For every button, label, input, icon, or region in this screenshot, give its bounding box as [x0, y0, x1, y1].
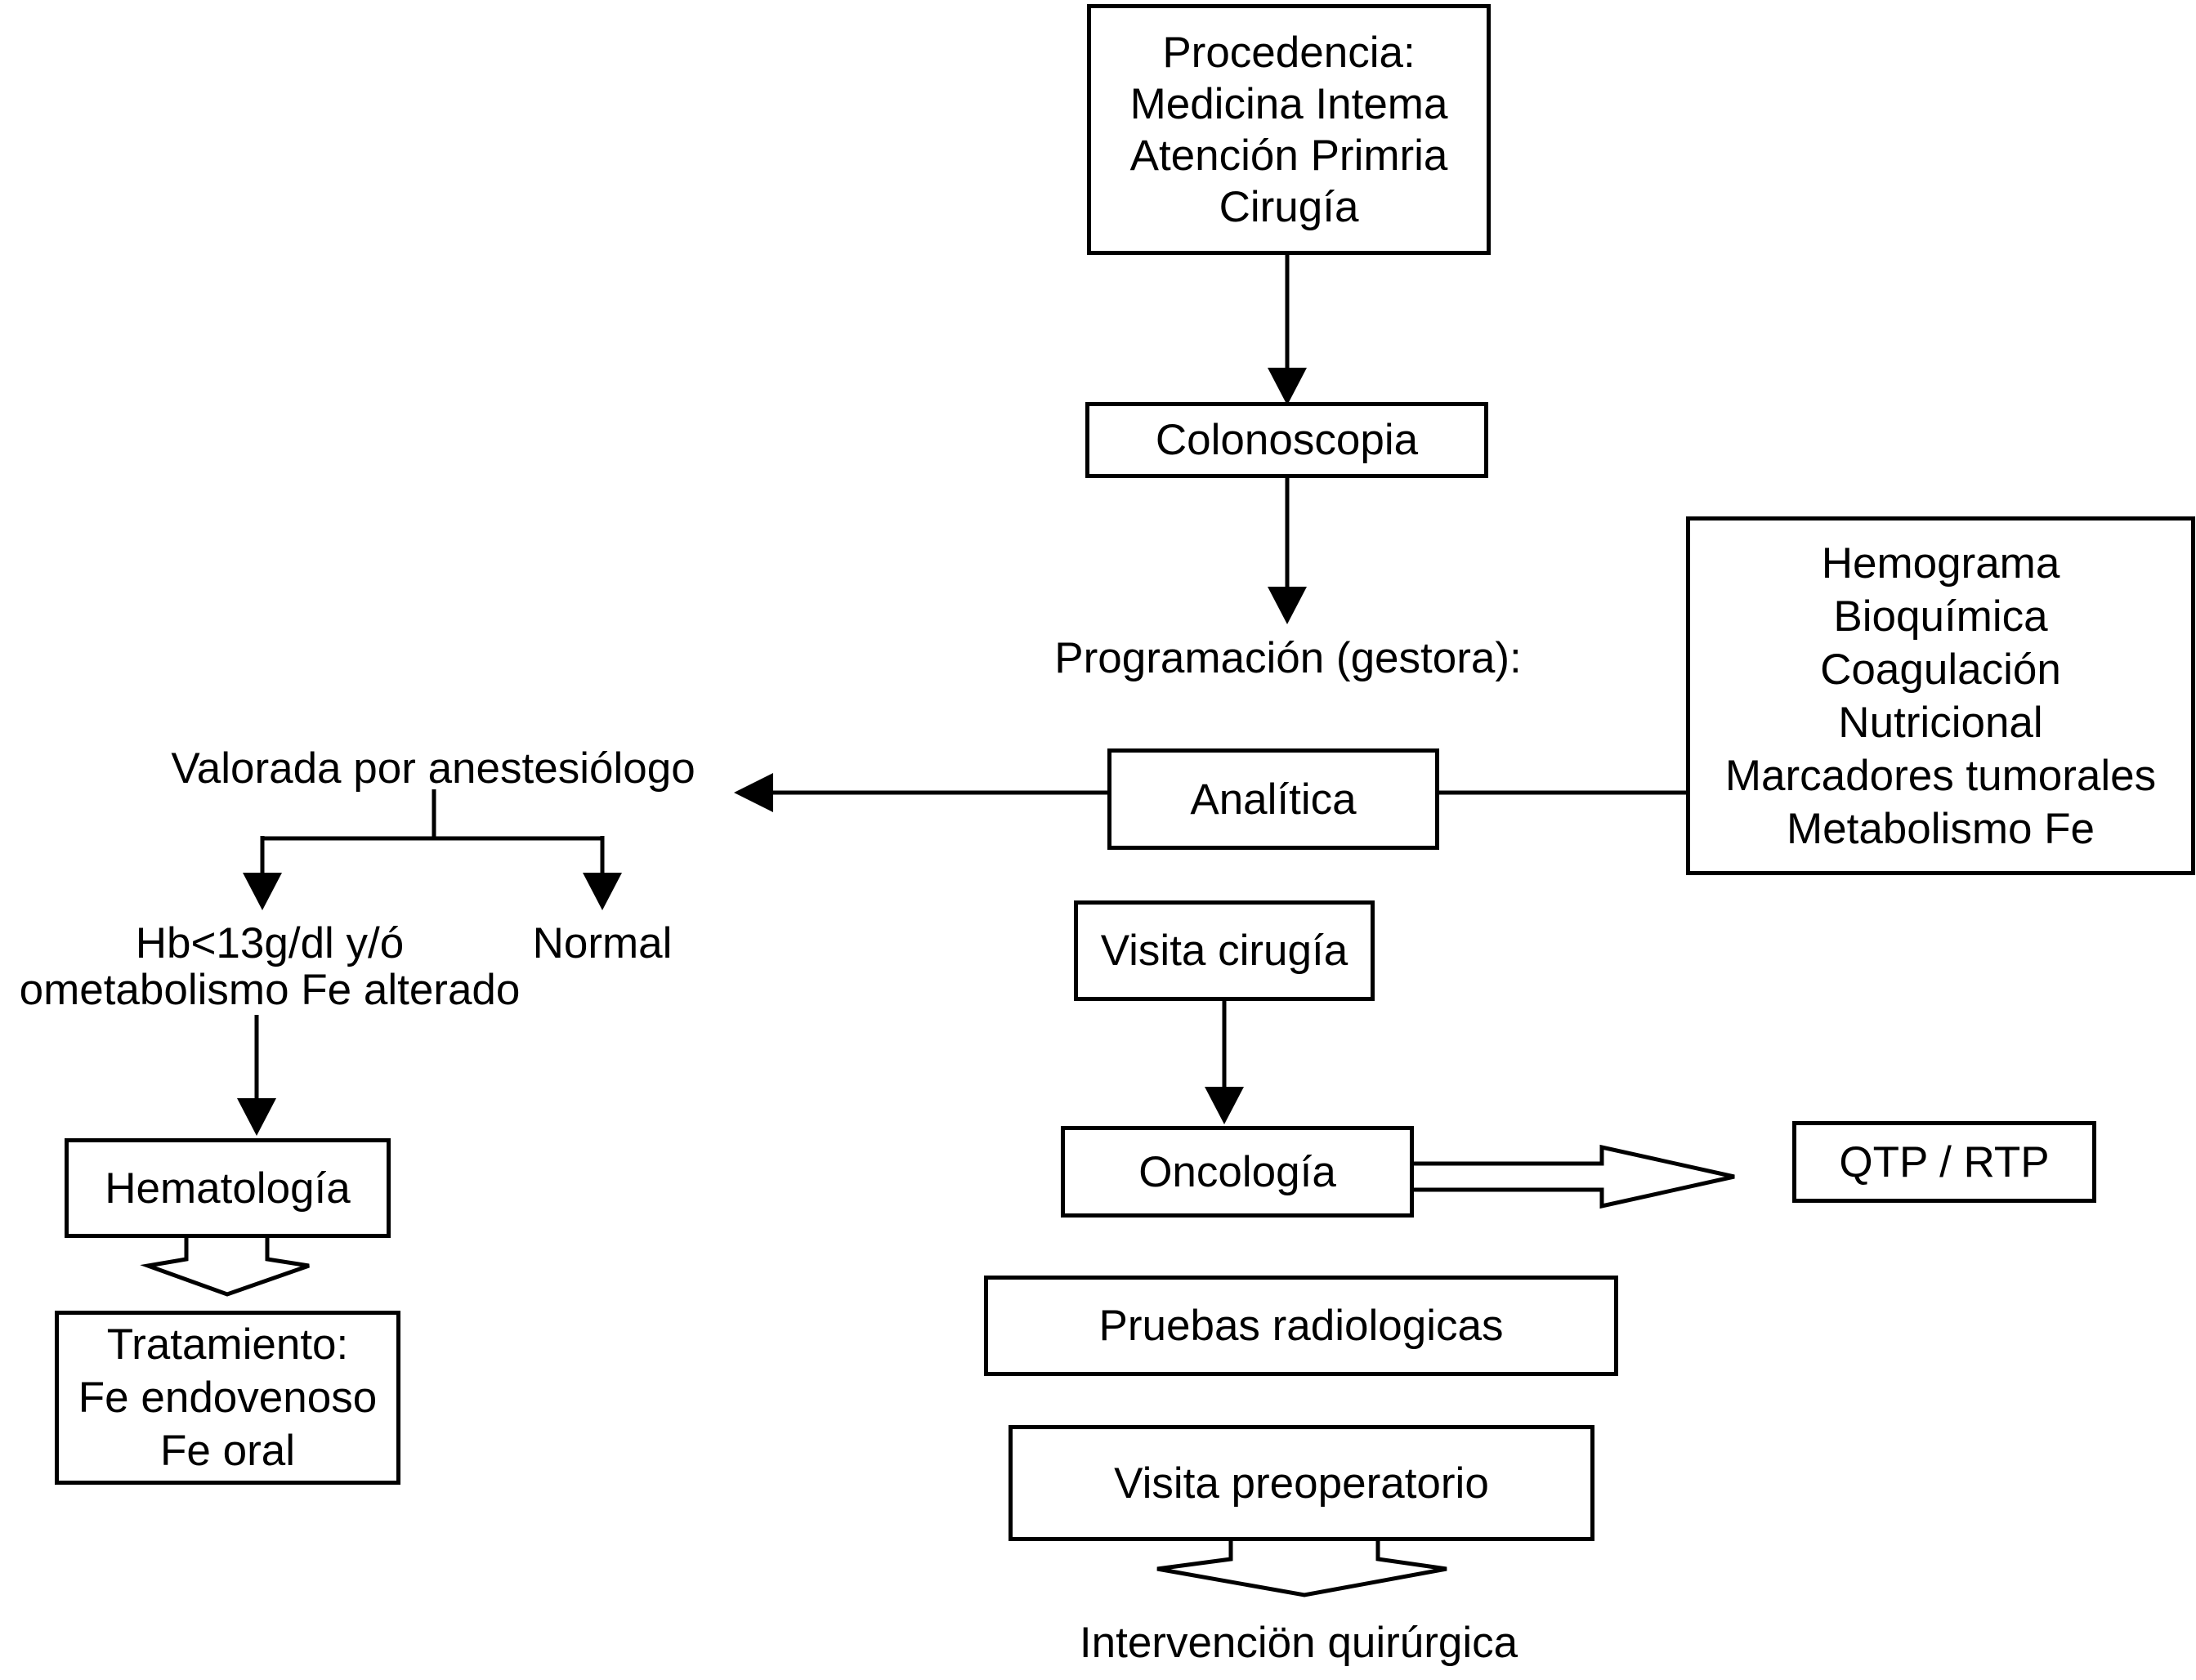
node-tratamiento: Tratamiento: Fe endovenoso Fe oral [55, 1311, 400, 1485]
label-hb-alterado-line: Hb<13g/dl y/ó [135, 919, 405, 967]
node-procedencia-line: Procedencia: [1162, 28, 1416, 77]
node-labs: Hemograma Bioquímica Coagulación Nutrici… [1686, 516, 2195, 875]
node-procedencia: Procedencia: Medicina Intema Atención Pr… [1087, 4, 1491, 255]
node-colonoscopia-label: Colonoscopia [1155, 416, 1419, 464]
block-arrow-down-hematologia-icon [140, 1235, 310, 1297]
arrowhead-down-icon [1268, 587, 1307, 624]
node-oncologia-label: Oncología [1138, 1147, 1336, 1196]
arrowhead-down-icon [237, 1098, 276, 1136]
label-hb-alterado: Hb<13g/dl y/ó ometabolismo Fe alterado [0, 920, 564, 1013]
label-normal: Normal [532, 919, 673, 967]
node-qtp-rtp: QTP / RTP [1792, 1121, 2096, 1203]
arrowhead-down-icon [243, 873, 282, 910]
arrowhead-down-icon [1268, 368, 1307, 405]
arrowhead-down-icon [1205, 1087, 1244, 1124]
arrowhead-down-icon [583, 873, 622, 910]
node-labs-line: Coagulación [1820, 645, 2061, 694]
node-labs-line: Bioquímica [1833, 592, 2048, 641]
node-tratamiento-line: Fe endovenoso [78, 1374, 378, 1422]
block-arrow-right-oncologia-icon [1411, 1144, 1735, 1209]
node-analitica: Analítica [1107, 748, 1439, 850]
block-arrow-down-preoperatorio-icon [1156, 1539, 1447, 1597]
node-procedencia-line: Medicina Intema [1129, 79, 1448, 128]
node-visita-cirugia: Visita cirugía [1074, 900, 1375, 1001]
node-labs-line: Metabolismo Fe [1786, 804, 2095, 853]
node-qtp-rtp-label: QTP / RTP [1839, 1137, 2050, 1186]
label-valorada: Valorada por anestesiólogo [171, 744, 695, 793]
node-colonoscopia: Colonoscopia [1085, 402, 1488, 478]
node-oncologia: Oncología [1061, 1126, 1414, 1218]
node-pruebas-radiologicas: Pruebas radiologicas [984, 1276, 1618, 1376]
node-hematologia: Hematología [65, 1138, 391, 1238]
node-visita-preoperatorio-label: Visita preoperatorio [1114, 1459, 1489, 1508]
node-labs-line: Hemograma [1821, 538, 2060, 588]
node-visita-cirugia-label: Visita cirugía [1100, 927, 1348, 975]
node-hematologia-label: Hematología [105, 1164, 351, 1213]
node-tratamiento-line: Tratamiento: [106, 1320, 349, 1369]
node-tratamiento-line: Fe oral [160, 1427, 295, 1475]
label-programacion: Programación (gestora): [1054, 634, 1522, 682]
node-pruebas-radiologicas-label: Pruebas radiologicas [1098, 1302, 1504, 1350]
label-intervencion: Intervenciön quirúrgica [1079, 1619, 1518, 1667]
node-labs-line: Marcadores tumorales [1724, 751, 2157, 800]
node-labs-line: Nutricional [1838, 698, 2043, 747]
node-analitica-label: Analítica [1190, 775, 1357, 824]
node-procedencia-line: Cirugía [1219, 182, 1359, 231]
node-visita-preoperatorio: Visita preoperatorio [1009, 1425, 1594, 1541]
node-procedencia-line: Atención Primria [1129, 131, 1448, 180]
label-hb-alterado-line: ometabolismo Fe alterado [19, 966, 521, 1014]
